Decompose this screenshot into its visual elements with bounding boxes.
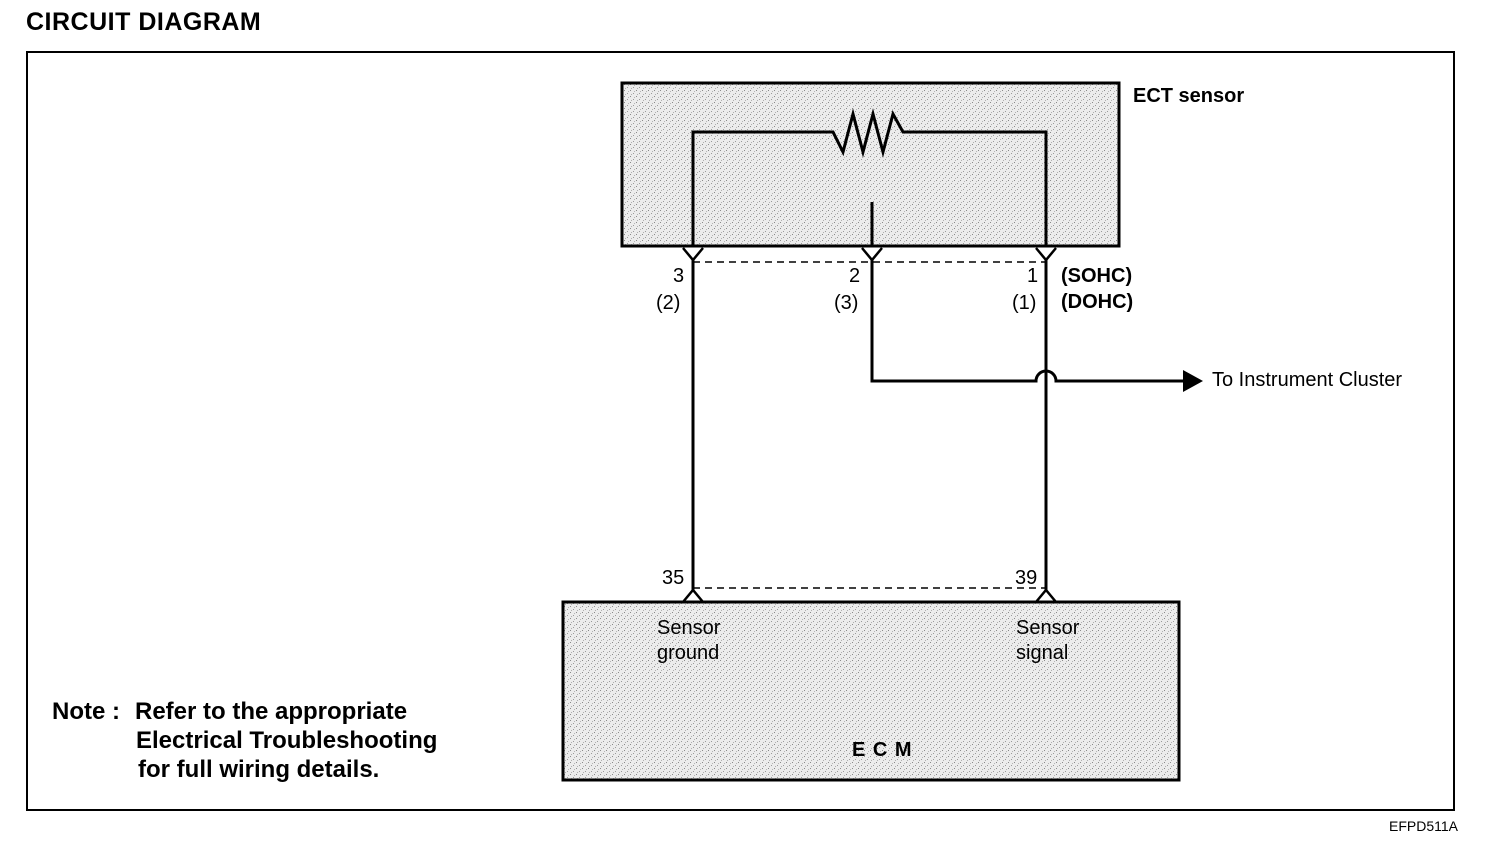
- ecm-terminal-35: [682, 588, 704, 603]
- sensor-signal-label-line1: Sensor: [1016, 617, 1080, 639]
- note-text-2: Electrical Troubleshooting: [136, 727, 438, 754]
- wire-to-instrument-cluster: [870, 260, 1186, 383]
- ecm-terminal-39: [1035, 588, 1057, 603]
- ecm-pin-35: 35: [662, 567, 685, 589]
- diagram-frame: [26, 51, 1455, 811]
- figure-code: EFPD511A: [1389, 818, 1458, 834]
- sensor-terminal-3: [682, 247, 704, 262]
- sensor-ground-label-line1: Sensor: [657, 617, 721, 639]
- note-text-3: for full wiring details.: [138, 756, 380, 783]
- arrow-to-cluster-icon: [1183, 370, 1203, 392]
- thermistor-loop: [691, 108, 1048, 246]
- ecm-box: [561, 600, 1181, 782]
- dohc-label: (DOHC): [1061, 291, 1134, 313]
- note-block: Note : Refer to the appropriate Electrica…: [52, 697, 437, 784]
- sensor-pin-2-sohc: 2: [849, 265, 861, 287]
- sensor-ground-label-line2: ground: [657, 642, 720, 664]
- sensor-terminal-1: [1035, 247, 1057, 262]
- sensor-pin-2-dohc: (3): [834, 292, 859, 314]
- note-prefix: Note :: [52, 698, 120, 725]
- sensor-pin-1-dohc: (1): [1012, 292, 1037, 314]
- sensor-signal-label-line2: signal: [1016, 642, 1069, 664]
- page-title: CIRCUIT DIAGRAM: [26, 8, 262, 36]
- sensor-terminal-2: [861, 247, 883, 262]
- ecm-label: E C M: [852, 739, 913, 761]
- instrument-cluster-label: To Instrument Cluster: [1212, 369, 1403, 391]
- ect-sensor-label: ECT sensor: [1133, 85, 1245, 107]
- note-text-1: Refer to the appropriate: [135, 698, 408, 725]
- sensor-pin-3-dohc: (2): [656, 292, 681, 314]
- sensor-pin-3-sohc: 3: [673, 265, 685, 287]
- sohc-label: (SOHC): [1061, 265, 1133, 287]
- sensor-pin-1-sohc: 1: [1027, 265, 1039, 287]
- note-line-1: Note : Refer to the appropriate: [52, 697, 437, 726]
- ecm-pin-39: 39: [1015, 567, 1038, 589]
